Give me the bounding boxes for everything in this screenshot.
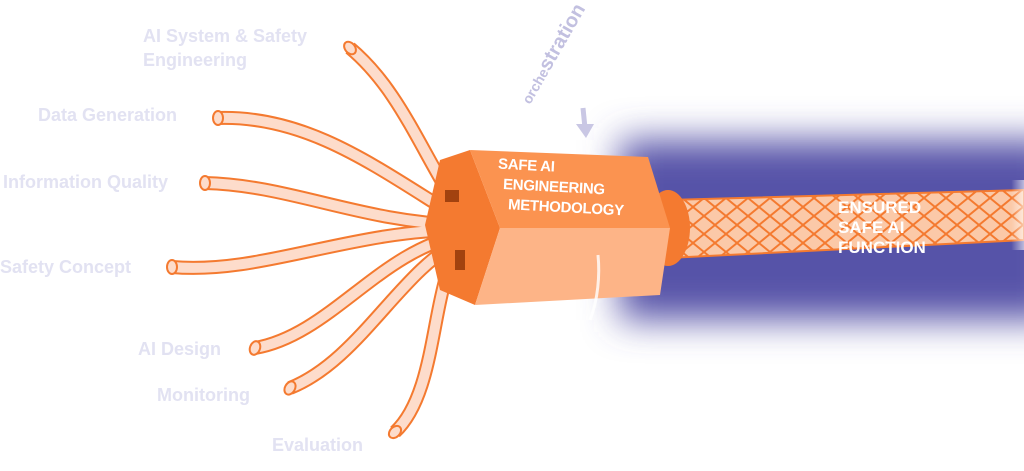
methodology-label: SAFE AI ENGINEERING METHODOLOGY [497, 155, 625, 220]
methodology-box [425, 150, 670, 321]
orchestration-label: orchestration [515, 0, 590, 107]
label-safety-concept: Safety Concept [0, 257, 132, 277]
label-data-generation: Data Generation [38, 105, 178, 125]
label-information-quality: Information Quality [3, 172, 169, 192]
label-ai-design: AI Design [138, 339, 222, 359]
arrow-head-icon [576, 124, 594, 138]
label-monitoring: Monitoring [157, 385, 250, 405]
strands [166, 40, 468, 440]
orchestration-arrow [576, 107, 594, 138]
label-evaluation: Evaluation [272, 435, 364, 455]
output-label: ENSURED SAFE AI FUNCTION [838, 198, 926, 257]
